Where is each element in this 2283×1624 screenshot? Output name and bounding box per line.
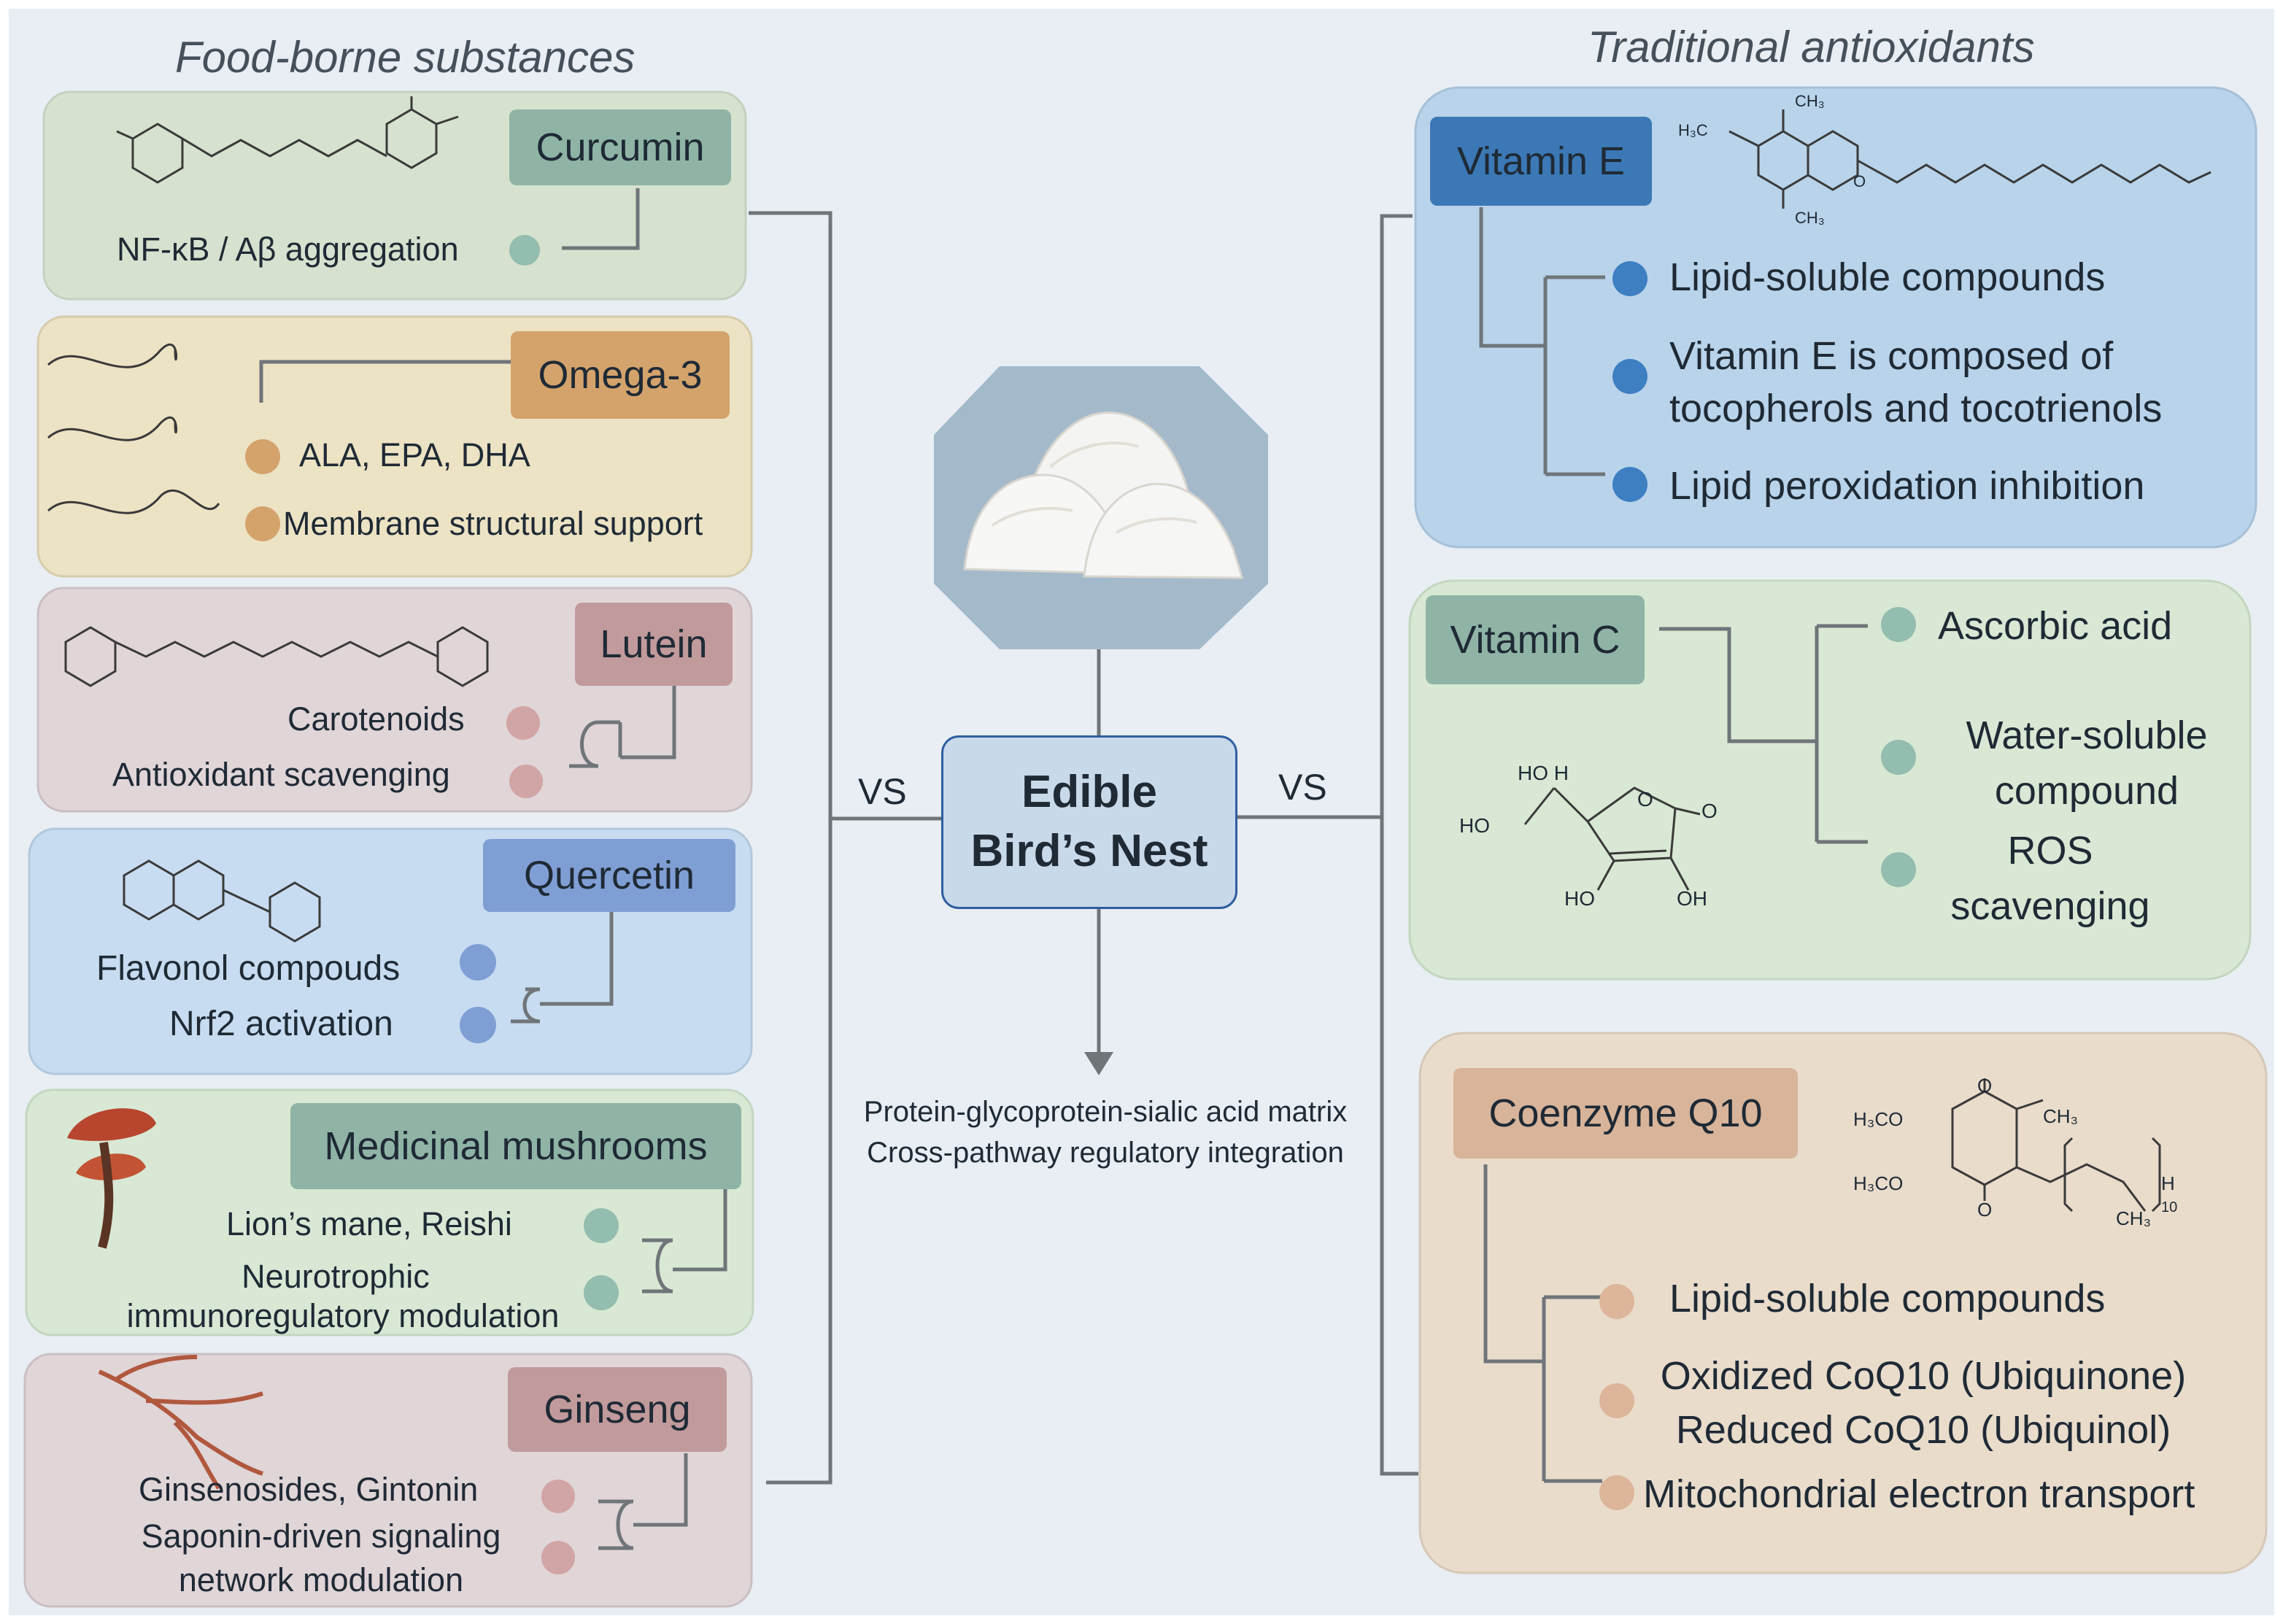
- vitamin-c-item-1: Ascorbic acid: [1938, 604, 2173, 648]
- mushrooms-item-3: immunoregulatory modulation: [126, 1297, 560, 1334]
- quercetin-structure-icon: [123, 859, 321, 943]
- coq10-item-3: Reduced CoQ10 (Ubiquinol): [1675, 1408, 2171, 1452]
- coq10-struct-o-top: O: [1977, 1075, 1993, 1097]
- mushrooms-dot-2: [584, 1275, 619, 1310]
- omega3-item-1: ALA, EPA, DHA: [299, 436, 530, 473]
- lutein-box: [36, 587, 753, 813]
- vitamin-e-structure-icon: [1728, 109, 2211, 209]
- coq10-label: Coenzyme Q10: [1453, 1068, 1798, 1159]
- down-arrow-head: [1084, 1052, 1113, 1075]
- coq10-structure-icon: [1951, 1078, 2161, 1213]
- vitamin-c-struct-oh: OH: [1677, 887, 1707, 910]
- coq10-struct-ch3-tail: CH₃: [2116, 1207, 2152, 1229]
- vitamin-e-item-2: Vitamin E is composed of: [1669, 334, 2114, 378]
- vitamin-c-item-3: compound: [1994, 769, 2179, 813]
- coq10-item-2: Oxidized CoQ10 (Ubiquinone): [1660, 1354, 2187, 1398]
- vitamin-c-item-5: scavenging: [1950, 884, 2150, 928]
- left-column-title: Food-borne substances: [175, 33, 636, 82]
- vitamin-c-dot-1: [1881, 607, 1916, 642]
- mushrooms-item-1: Lion’s mane, Reishi: [226, 1205, 512, 1242]
- vitamin-c-dot-3: [1881, 852, 1916, 887]
- mushrooms-label: Medicinal mushrooms: [290, 1103, 741, 1189]
- ginseng-root-icon: [98, 1355, 263, 1490]
- curcumin-structure-icon: [116, 96, 459, 184]
- vitamin-e-dot-1: [1612, 261, 1647, 296]
- lutein-item-1: Carotenoids: [287, 700, 465, 738]
- coq10-box: [1418, 1032, 2268, 1574]
- quercetin-item-2: Nrf2 activation: [169, 1005, 393, 1043]
- vitamin-e-struct-ch3-top: CH₃: [1795, 92, 1825, 110]
- coq10-struct-h: H: [2161, 1172, 2175, 1194]
- coq10-struct-o-bottom: O: [1977, 1199, 1993, 1221]
- vitamin-c-item-4: ROS: [2007, 829, 2093, 873]
- vitamin-e-item-3: tocopherols and tocotrienols: [1669, 387, 2163, 430]
- mushrooms-item-2: Neurotrophic: [242, 1258, 430, 1295]
- vitamin-c-struct-o-ring: O: [1637, 788, 1653, 811]
- vitamin-e-struct-ch3-bottom: CH₃: [1795, 209, 1825, 227]
- omega3-item-2: Membrane structural support: [283, 505, 703, 542]
- center-title-line-1: Edible: [1021, 767, 1158, 818]
- coq10-struct-h3co-top: H₃CO: [1853, 1108, 1904, 1130]
- ginseng-dot-2: [541, 1541, 575, 1574]
- coq10-item-4: Mitochondrial electron transport: [1643, 1472, 2195, 1516]
- vitamin-e-dot-2: [1612, 359, 1647, 394]
- quercetin-label: Quercetin: [483, 839, 735, 912]
- curcumin-label: Curcumin: [509, 109, 731, 185]
- vitamin-e-item-1: Lipid-soluble compounds: [1669, 255, 2106, 299]
- vitamin-c-struct-ho-bottom: HO: [1564, 887, 1595, 910]
- connectors: [259, 188, 1868, 1550]
- ginseng-item-3: network modulation: [178, 1561, 464, 1598]
- vs-right-label: VS: [1278, 767, 1327, 808]
- ginseng-dot-1: [541, 1480, 575, 1513]
- curcumin-item-1: NF-κB / Aβ aggregation: [117, 231, 459, 268]
- vitamin-e-struct-o: O: [1853, 172, 1866, 190]
- ginseng-item-1: Ginsenosides, Gintonin: [139, 1471, 479, 1508]
- reishi-mushroom-icon: [67, 1108, 156, 1249]
- ginseng-label: Ginseng: [508, 1367, 727, 1452]
- coq10-item-1: Lipid-soluble compounds: [1669, 1277, 2106, 1321]
- vs-left-label: VS: [858, 771, 907, 812]
- lutein-label: Lutein: [575, 603, 733, 686]
- vitamin-c-struct-o-keto: O: [1701, 800, 1718, 822]
- quercetin-dot-2: [460, 1007, 496, 1043]
- vitamin-c-label: Vitamin C: [1426, 595, 1645, 684]
- coq10-dot-1: [1599, 1284, 1634, 1319]
- birds-nest-image: [963, 411, 1243, 579]
- coq10-struct-sub10: 10: [2161, 1199, 2178, 1215]
- lutein-dot-2: [509, 765, 543, 798]
- omega3-dot-1: [245, 439, 280, 474]
- center-title-line-2: Bird’s Nest: [970, 826, 1208, 876]
- quercetin-dot-1: [460, 944, 496, 981]
- vitamin-e-struct-h3c: H₃C: [1678, 121, 1708, 139]
- ginseng-item-2: Saponin-driven signaling: [141, 1517, 501, 1555]
- vitamin-c-dot-2: [1881, 740, 1916, 775]
- omega3-dot-2: [245, 506, 280, 541]
- coq10-dot-3: [1599, 1475, 1634, 1510]
- lutein-dot-1: [506, 706, 540, 740]
- quercetin-item-1: Flavonol compouds: [96, 949, 401, 988]
- right-column-title: Traditional antioxidants: [1588, 23, 2035, 71]
- coq10-struct-ch3-ring: CH₃: [2043, 1105, 2079, 1127]
- center-caption-line-2: Cross-pathway regulatory integration: [867, 1137, 1344, 1169]
- coq10-dot-2: [1599, 1383, 1634, 1418]
- vitamin-e-label: Vitamin E: [1430, 117, 1652, 206]
- lutein-structure-icon: [64, 626, 489, 687]
- vitamin-c-item-2: Water-soluble: [1966, 714, 2208, 757]
- mushrooms-dot-1: [584, 1208, 619, 1243]
- vitamin-e-item-4: Lipid peroxidation inhibition: [1669, 464, 2145, 508]
- center-caption: Protein-glycoprotein-sialic acid matrix …: [810, 1091, 1401, 1173]
- vitamin-c-struct-ho-h: HO H: [1518, 762, 1569, 784]
- curcumin-dot-1: [509, 235, 540, 266]
- coq10-struct-h3co-bottom: H₃CO: [1853, 1172, 1904, 1194]
- vitamin-e-dot-3: [1612, 467, 1647, 502]
- lutein-item-2: Antioxidant scavenging: [112, 756, 450, 793]
- birds-nest-center-box: Edible Bird’s Nest: [941, 735, 1237, 909]
- center-caption-line-1: Protein-glycoprotein-sialic acid matrix: [863, 1096, 1348, 1128]
- vitamin-c-struct-ho: HO: [1459, 814, 1490, 837]
- omega3-label: Omega-3: [511, 331, 730, 419]
- omega3-structure-icon: [47, 343, 220, 514]
- vitamin-c-structure-icon: [1523, 786, 1701, 891]
